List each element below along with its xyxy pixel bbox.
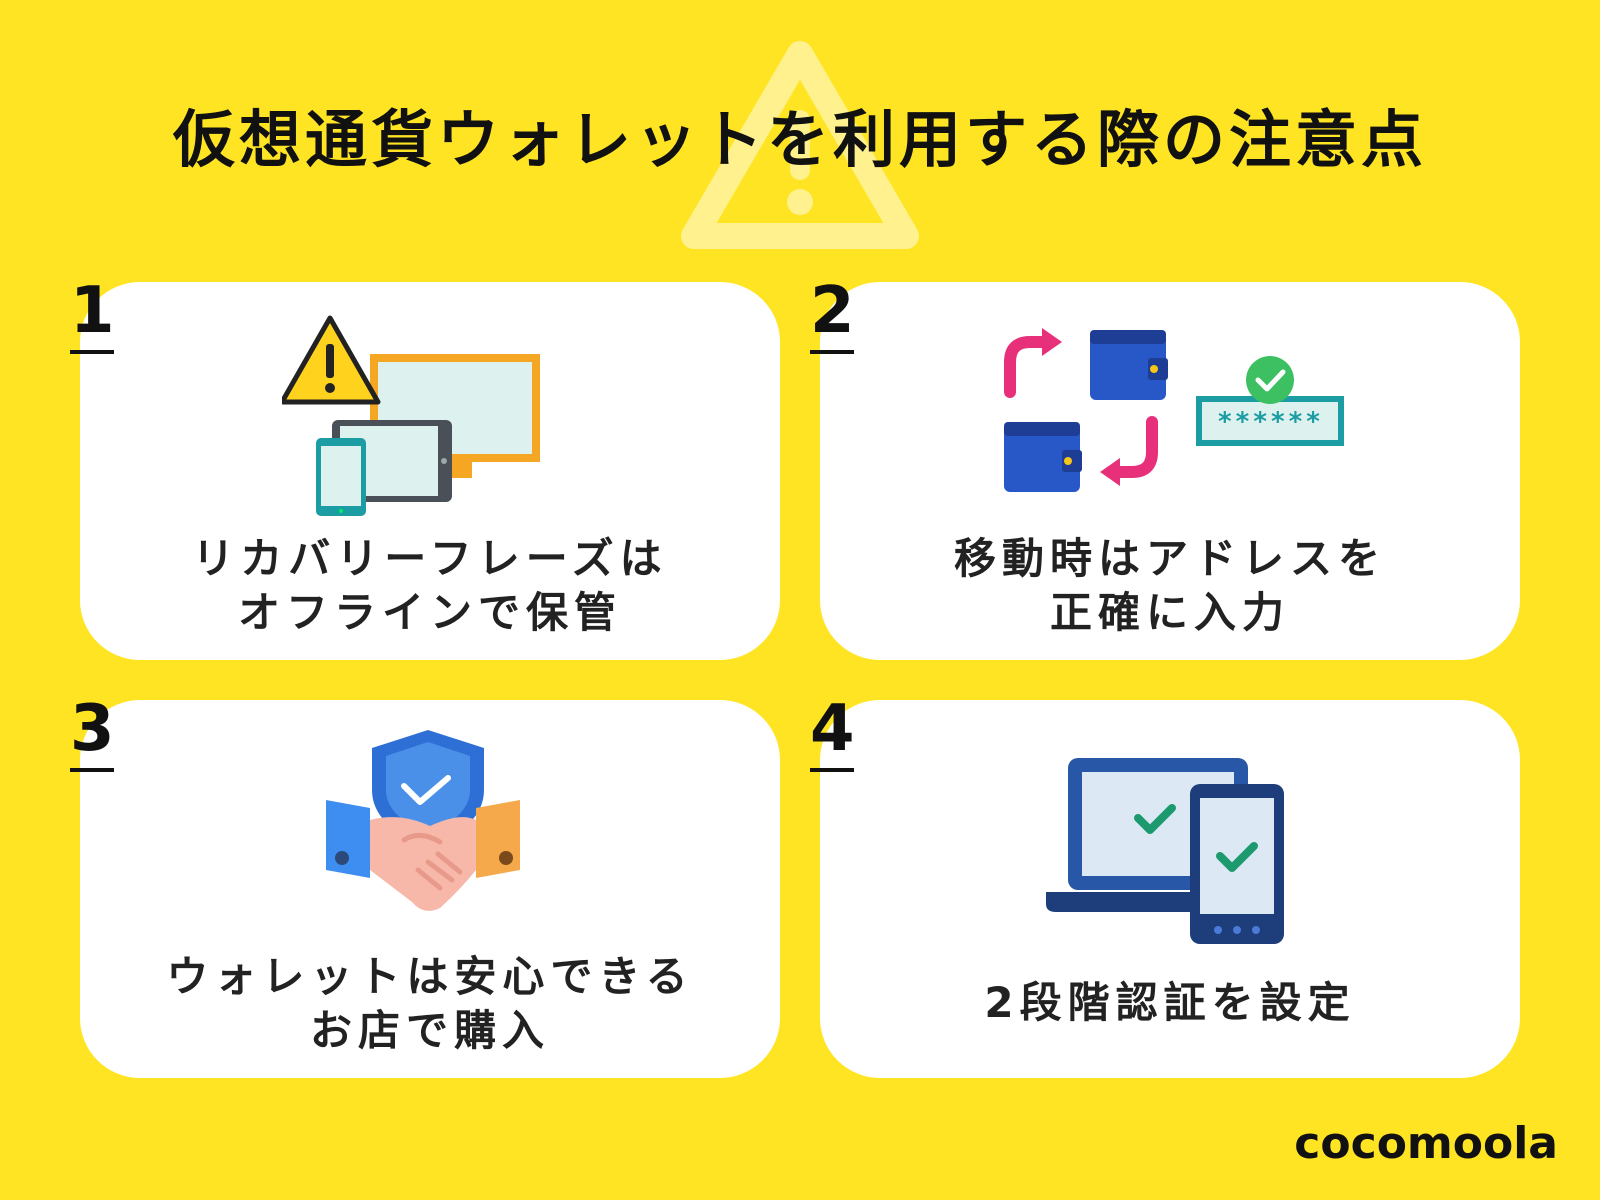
password-mask: ****** [1217,407,1323,437]
card-3-line2: お店で購入 [309,1006,550,1055]
page-title: 仮想通貨ウォレットを利用する際の注意点 [172,103,1427,176]
warning-watermark-icon [681,41,919,249]
card-2-line1: 移動時はアドレスを [953,534,1386,583]
two-factor-devices-icon [1046,758,1284,944]
card-two-factor: 2段階認証を設定 [820,700,1520,1078]
card-2-line2: 正確に入力 [1049,588,1290,637]
card-3-line1: ウォレットは安心できる [166,952,694,1001]
card-1-number: 1 [70,276,115,354]
card-1-line1: リカバリーフレーズは [192,534,668,583]
card-correct-address: ****** 移動時はアドレスを 正確に入力 [820,282,1520,660]
card-2-number: 2 [810,276,855,354]
card-4-text: 2段階認証を設定 [820,976,1520,1030]
card-4-number: 4 [810,694,855,772]
wallet-transfer-icon: ****** [1004,328,1344,492]
card-trusted-store: ウォレットは安心できる お店で購入 [80,700,780,1078]
card-3-text: ウォレットは安心できる お店で購入 [80,950,780,1058]
card-1-line2: オフラインで保管 [237,588,622,637]
card-3-number: 3 [70,694,115,772]
card-1-text: リカバリーフレーズは オフラインで保管 [80,532,780,640]
brand-logo: cocomoola [1294,1118,1558,1169]
handshake-shield-icon [326,730,520,911]
devices-warning-icon [282,315,540,516]
card-4-line1: 2段階認証を設定 [984,978,1356,1027]
card-2-text: 移動時はアドレスを 正確に入力 [820,532,1520,640]
card-offline-storage: リカバリーフレーズは オフラインで保管 [80,282,780,660]
